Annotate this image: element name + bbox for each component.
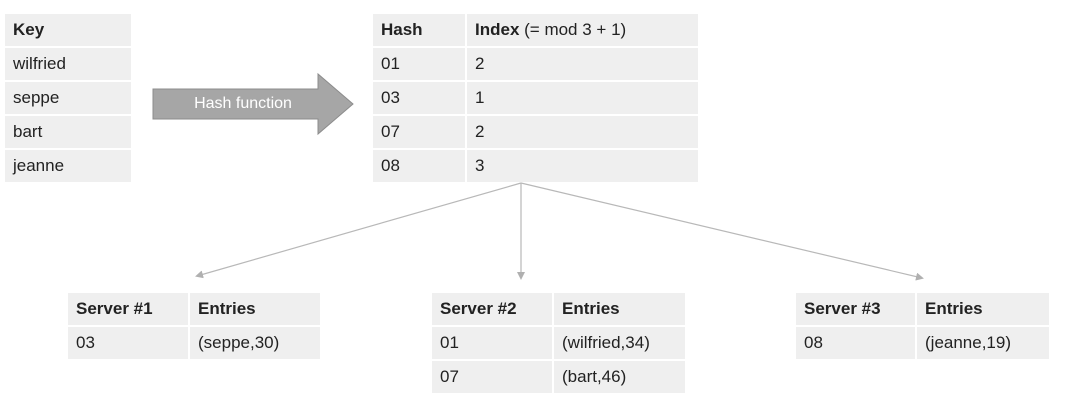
table-header-row: Server #3 Entries [796, 293, 1049, 325]
table-row: jeanne [5, 150, 131, 182]
entries-header: Entries [552, 293, 685, 325]
table-row: 01 2 [373, 48, 698, 80]
entry-cell: (seppe,30) [188, 327, 320, 359]
index-header-formula: (= mod 3 + 1) [519, 20, 627, 39]
table-row: 08 3 [373, 150, 698, 182]
entry-cell: (wilfried,34) [552, 327, 685, 359]
hash-cell: 03 [68, 327, 188, 359]
table-row: bart [5, 116, 131, 148]
key-cell: wilfried [5, 48, 131, 80]
key-table: Key wilfried seppe bart jeanne [5, 12, 131, 184]
entry-cell: (jeanne,19) [915, 327, 1049, 359]
hash-cell: 03 [373, 82, 465, 114]
index-cell: 2 [465, 116, 698, 148]
hash-index-table: Hash Index (= mod 3 + 1) 01 2 03 1 07 2 … [373, 12, 698, 184]
index-cell: 3 [465, 150, 698, 182]
index-header-bold: Index [475, 20, 520, 39]
server-header: Server #3 [796, 293, 915, 325]
hash-function-arrow [152, 72, 354, 136]
table-header-row: Server #2 Entries [432, 293, 685, 325]
key-cell: jeanne [5, 150, 131, 182]
index-cell: 1 [465, 82, 698, 114]
key-cell: seppe [5, 82, 131, 114]
table-row: 08 (jeanne,19) [796, 327, 1049, 359]
table-row: wilfried [5, 48, 131, 80]
table-row: 03 (seppe,30) [68, 327, 320, 359]
server-1-table: Server #1 Entries 03 (seppe,30) [68, 291, 320, 361]
table-header-row: Hash Index (= mod 3 + 1) [373, 14, 698, 46]
server-2-table: Server #2 Entries 01 (wilfried,34) 07 (b… [432, 291, 685, 395]
hash-cell: 08 [373, 150, 465, 182]
hash-cell: 08 [796, 327, 915, 359]
hash-cell: 07 [432, 361, 552, 393]
entries-header: Entries [915, 293, 1049, 325]
table-row: 03 1 [373, 82, 698, 114]
table-row: 07 2 [373, 116, 698, 148]
entry-cell: (bart,46) [552, 361, 685, 393]
entries-header: Entries [188, 293, 320, 325]
hash-cell: 01 [373, 48, 465, 80]
hash-cell: 07 [373, 116, 465, 148]
connector-to-server-1 [195, 182, 522, 279]
key-cell: bart [5, 116, 131, 148]
table-row: seppe [5, 82, 131, 114]
index-header: Index (= mod 3 + 1) [465, 14, 698, 46]
connector-to-server-3 [520, 182, 924, 281]
index-cell: 2 [465, 48, 698, 80]
table-header-row: Key [5, 14, 131, 46]
key-header: Key [5, 14, 131, 46]
hash-function-label: Hash function [194, 95, 292, 112]
table-row: 01 (wilfried,34) [432, 327, 685, 359]
server-header: Server #1 [68, 293, 188, 325]
hash-cell: 01 [432, 327, 552, 359]
server-header: Server #2 [432, 293, 552, 325]
table-header-row: Server #1 Entries [68, 293, 320, 325]
server-3-table: Server #3 Entries 08 (jeanne,19) [796, 291, 1049, 361]
table-row: 07 (bart,46) [432, 361, 685, 393]
hash-header: Hash [373, 14, 465, 46]
